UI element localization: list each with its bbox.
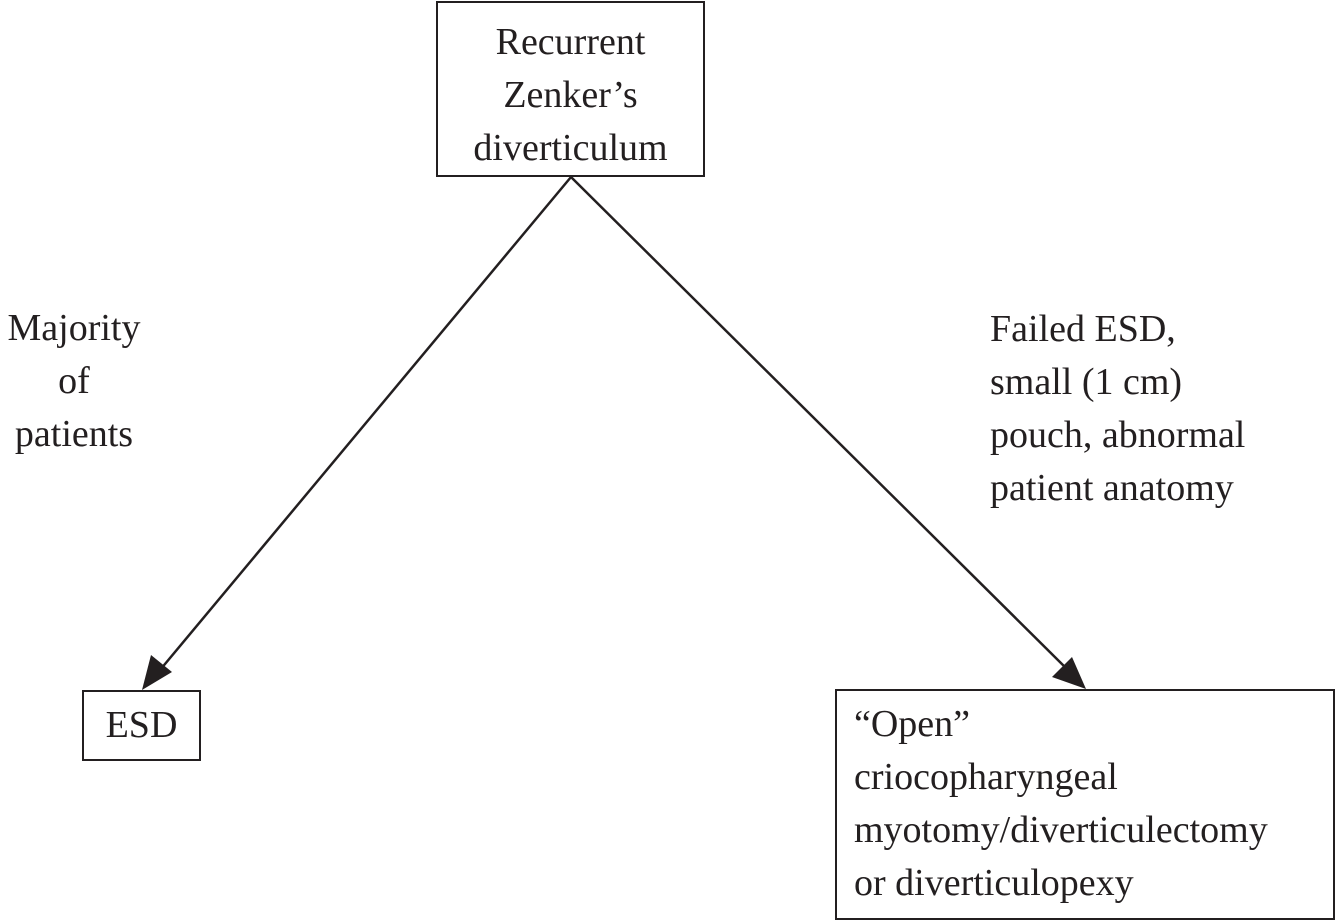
node-left-line-1: ESD xyxy=(105,704,178,746)
edge-root-to-open-surgery xyxy=(570,176,1086,689)
edge-left-label-line-2: of xyxy=(58,360,90,402)
arrowhead-esd-icon xyxy=(142,655,172,690)
edge-right-label-line-4: patient anatomy xyxy=(990,467,1234,509)
node-right-line-4: or diverticulopexy xyxy=(854,862,1134,904)
edge-label-majority-of-patients: Majority of patients xyxy=(0,302,148,461)
node-right-line-3: myotomy/diverticulectomy xyxy=(854,809,1268,851)
node-esd: ESD xyxy=(82,690,201,761)
node-open-surgery: “Open” criocopharyngeal myotomy/divertic… xyxy=(835,689,1335,920)
node-right-line-2: criocopharyngeal xyxy=(854,756,1118,798)
node-root-line-2: Zenker’s xyxy=(503,74,638,116)
node-root-line-1: Recurrent xyxy=(495,21,646,63)
edge-left-label-line-1: Majority xyxy=(7,307,141,349)
arrowhead-open-surgery-icon xyxy=(1052,657,1086,689)
edge-right-label-line-1: Failed ESD, xyxy=(990,308,1176,350)
edge-root-to-esd-line xyxy=(154,176,572,677)
edge-label-failed-esd: Failed ESD, small (1 cm) pouch, abnormal… xyxy=(990,303,1245,515)
node-recurrent-zenkers-diverticulum: Recurrent Zenker’s diverticulum xyxy=(436,1,705,177)
node-right-line-1: “Open” xyxy=(854,703,971,745)
edge-left-label-line-3: patients xyxy=(14,413,134,455)
edge-root-to-esd xyxy=(142,176,572,690)
edge-right-label-line-3: pouch, abnormal xyxy=(990,414,1246,456)
node-root-line-3: diverticulum xyxy=(473,127,668,169)
edge-root-to-open-surgery-line xyxy=(570,176,1074,676)
edge-right-label-line-2: small (1 cm) xyxy=(990,361,1183,403)
